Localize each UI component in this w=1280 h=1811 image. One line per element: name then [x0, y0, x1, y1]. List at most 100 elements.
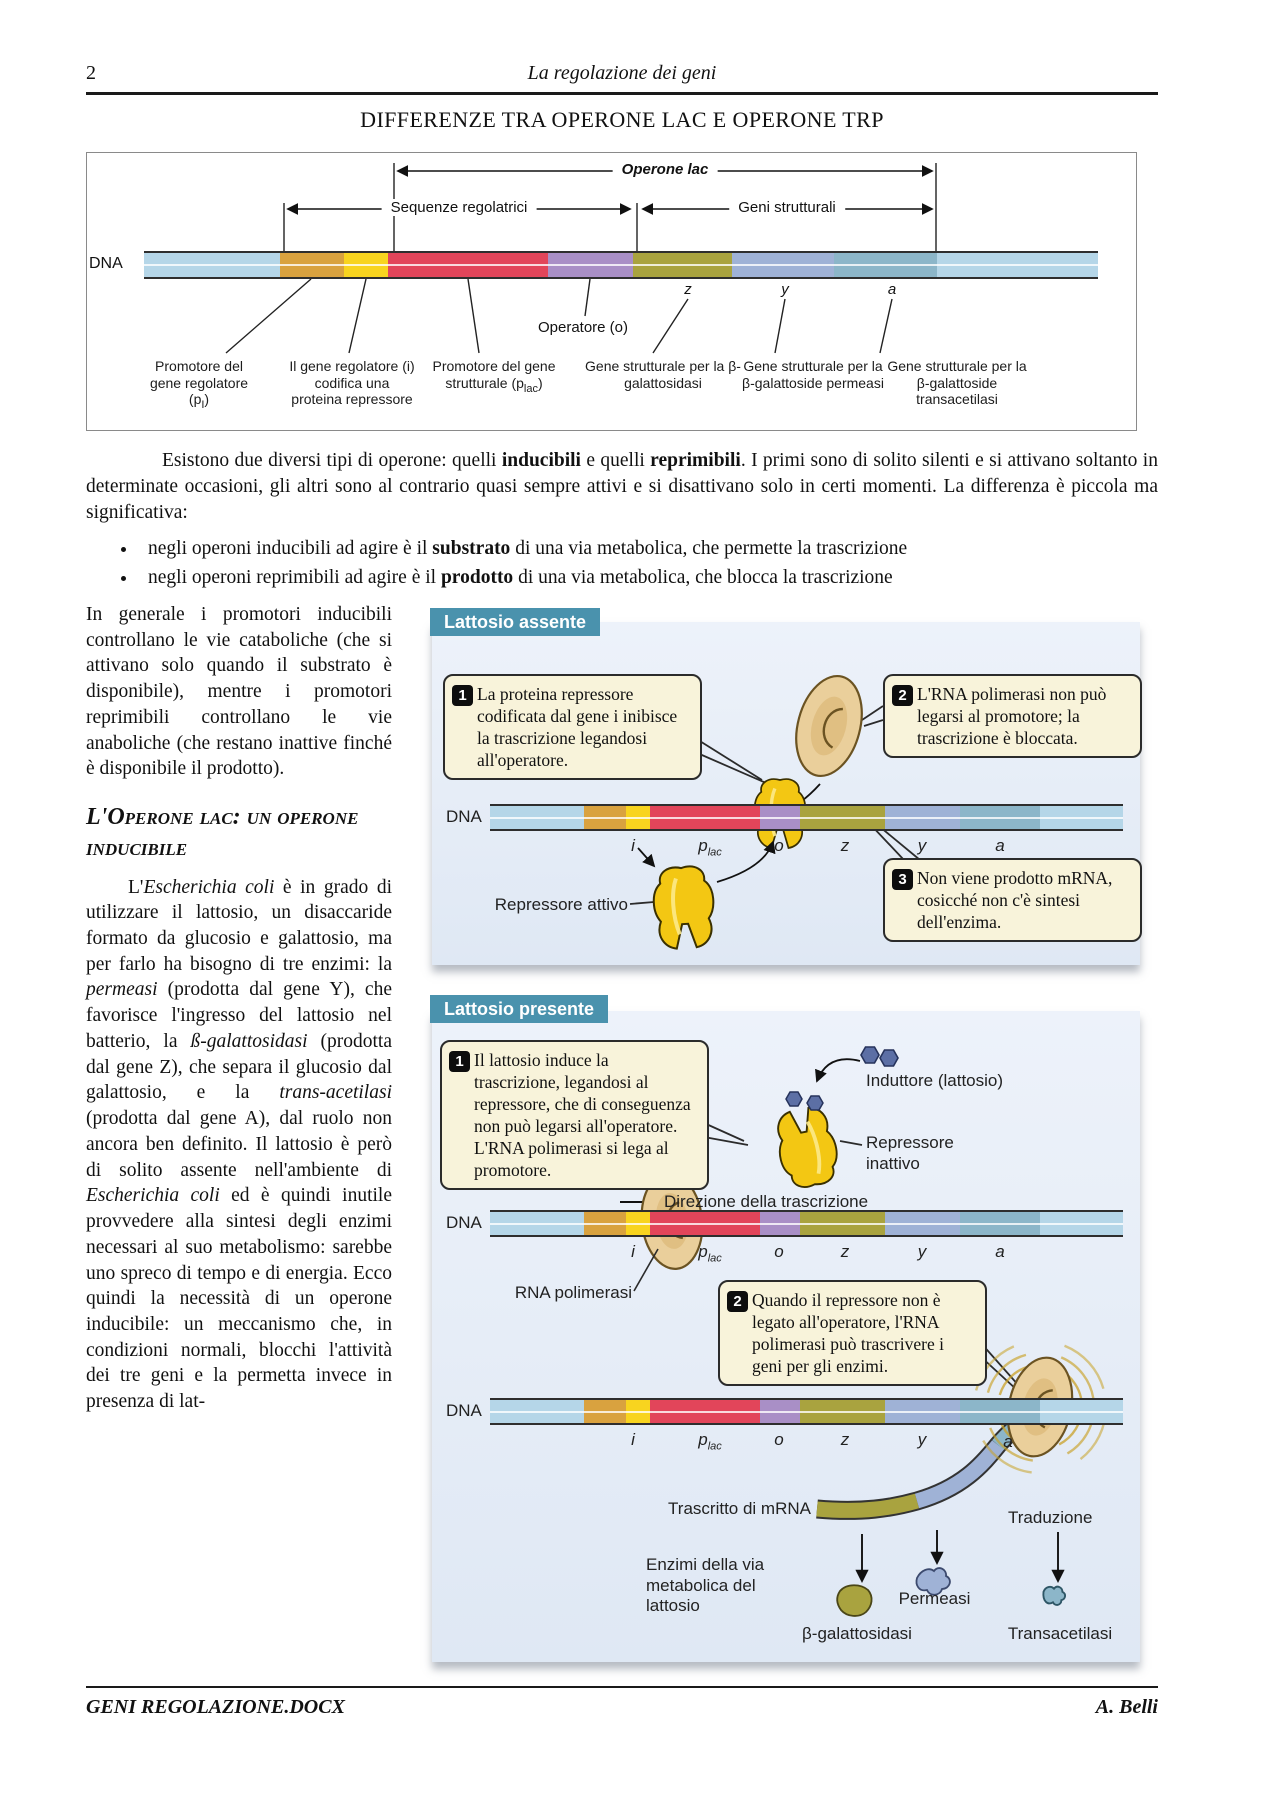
dna-segment: [490, 1400, 584, 1423]
gene-label-a: a: [995, 836, 1005, 855]
bullet-list: negli operoni inducibili ad agire è il s…: [120, 534, 1148, 592]
gene-label-plac: plac: [698, 1430, 722, 1453]
bullet-item: negli operoni inducibili ad agire è il s…: [138, 535, 1148, 563]
translation-label: Traduzione: [1008, 1508, 1093, 1527]
dna-label: DNA: [446, 1213, 482, 1232]
step-badge-1: 1: [449, 1051, 470, 1072]
dna-segment: [584, 1212, 626, 1235]
step-badge-2: 2: [892, 685, 913, 706]
gene-label-o: o: [774, 1430, 784, 1449]
step-badge-3: 3: [892, 869, 913, 890]
inducer-bound-icon: [785, 1091, 824, 1111]
section-heading: L'Operone lac: un operone inducibile: [86, 804, 359, 862]
dna-segment: [626, 1400, 650, 1423]
dna-segment: [584, 806, 626, 829]
dna-segment: [760, 1400, 800, 1423]
gene-label-plac: plac: [698, 1242, 722, 1265]
dna-segment-promoter-plac: [388, 253, 548, 277]
step-badge-1: 1: [452, 685, 473, 706]
active-repressor-label: Repressore attivo: [494, 895, 628, 914]
gene-letter-y: y: [781, 281, 789, 298]
dna-segment: [650, 806, 760, 829]
dna-segment-operator: [548, 253, 633, 277]
dna-segment: [760, 1212, 800, 1235]
dna-bar-panel2-top: [490, 1210, 1123, 1237]
gene-label-i: i: [631, 1242, 635, 1261]
step-badge-2: 2: [727, 1291, 748, 1312]
gene-label-z: z: [840, 1430, 850, 1449]
dna-segment: [1040, 1212, 1123, 1235]
inducer-label: Induttore (lattosio): [866, 1071, 1004, 1090]
panel1-graphics: [629, 674, 921, 950]
panel-lactose-absent: Lattosio assente: [430, 608, 1142, 980]
enzymes-label: Enzimi della via metabolica del lattosio: [646, 1555, 765, 1616]
dna-segment: [885, 806, 960, 829]
gene-label-y: y: [917, 1430, 927, 1449]
dna-segment: [584, 1400, 626, 1423]
beta-galactosidase-label: β-galattosidasi: [802, 1624, 912, 1643]
gene-label-y: y: [917, 836, 927, 855]
operon-map-figure: Operone lac Sequenze regolatrici Geni st…: [86, 152, 1137, 431]
gene-letter-z: z: [684, 281, 692, 298]
caption-gene-y: Gene strutturale per la β-galattoside pe…: [742, 358, 884, 391]
dna-segment: [650, 1400, 760, 1423]
dna-segment: [1040, 1400, 1123, 1423]
callout-1: 1 Il lattosio induce la trascrizione, le…: [440, 1040, 709, 1191]
paragraph-promotori: In generale i promotori inducibili contr…: [86, 604, 392, 780]
caption-promoter-regulator: Promotore del gene regolatore (pI): [149, 358, 249, 411]
callout-2: 2 L'RNA polimerasi non può legarsi al pr…: [883, 674, 1142, 759]
dna-segment: [800, 1212, 885, 1235]
dna-segment-promoter-pi: [280, 253, 344, 277]
transacetylase-label: Transacetilasi: [1007, 1624, 1113, 1643]
dna-label: DNA: [89, 255, 123, 272]
dna-segment-flank: [937, 253, 1098, 277]
dna-segment: [626, 806, 650, 829]
dna-segment: [960, 1212, 1040, 1235]
geni-strutturali-span-label: Geni strutturali: [729, 199, 845, 216]
operone-lac-span-label: Operone lac: [612, 161, 718, 178]
dna-segment: [800, 806, 885, 829]
inducer-lactose-icon: [860, 1046, 899, 1067]
gene-label-o: o: [774, 836, 784, 855]
page-number: 2: [86, 62, 96, 84]
dna-segment: [960, 806, 1040, 829]
gene-label-o: o: [774, 1242, 784, 1261]
mrna-z-segment: [816, 1493, 920, 1518]
gene-label-plac: plac: [698, 836, 722, 859]
gene-label-z: z: [840, 1242, 850, 1261]
mrna-transcript-label: Trascritto di mRNA: [668, 1499, 811, 1518]
document-title: DIFFERENZE TRA OPERONE LAC E OPERONE TRP: [360, 107, 884, 132]
paragraph-ecoli: L'Escherichia coli è in grado di utilizz…: [86, 876, 392, 1413]
dna-segment-gene-a: [834, 253, 937, 277]
panel-lactose-present: Lattosio presente: [430, 995, 1140, 1670]
dna-segment: [490, 1212, 584, 1235]
footer-filename: GENI REGOLAZIONE.DOCX: [86, 1696, 345, 1718]
repressor-active-icon: [652, 865, 715, 950]
callout-1: 1 La proteina repressore codificata dal …: [443, 674, 702, 781]
caption-structural-promoter: Promotore del gene strutturale (plac): [432, 358, 556, 395]
dna-label: DNA: [446, 807, 482, 826]
dna-segment: [885, 1400, 960, 1423]
transcription-direction-label: Direzione della trascrizione: [664, 1192, 869, 1211]
callout-2: 2 Quando il repressore non è legato all'…: [718, 1280, 987, 1387]
rna-polymerase-label: RNA polimerasi: [514, 1283, 632, 1302]
sequenze-regolatrici-span-label: Sequenze regolatrici: [381, 199, 537, 216]
panel-badge: Lattosio presente: [430, 995, 609, 1023]
bullet-item: negli operoni reprimibili ad agire è il …: [138, 564, 1148, 592]
dna-segment: [490, 806, 584, 829]
permease-icon: [915, 1567, 951, 1596]
caption-regulator-gene: Il gene regolatore (i) codifica una prot…: [289, 358, 415, 408]
dna-bar-panel2-bottom: [490, 1398, 1123, 1425]
header-rule: [86, 92, 1158, 95]
callout-3: 3 Non viene prodotto mRNA, cosicché non …: [883, 858, 1142, 943]
footer-rule: [86, 1686, 1158, 1688]
gene-label-z: z: [840, 836, 850, 855]
gene-letter-a: a: [887, 281, 897, 298]
dna-segment-gene-y: [732, 253, 834, 277]
dna-segment-gene-i: [344, 253, 388, 277]
dna-segment: [1040, 806, 1123, 829]
dna-segment: [626, 1212, 650, 1235]
gene-label-i: i: [631, 1430, 635, 1449]
gene-label-a: a: [1003, 1432, 1013, 1451]
